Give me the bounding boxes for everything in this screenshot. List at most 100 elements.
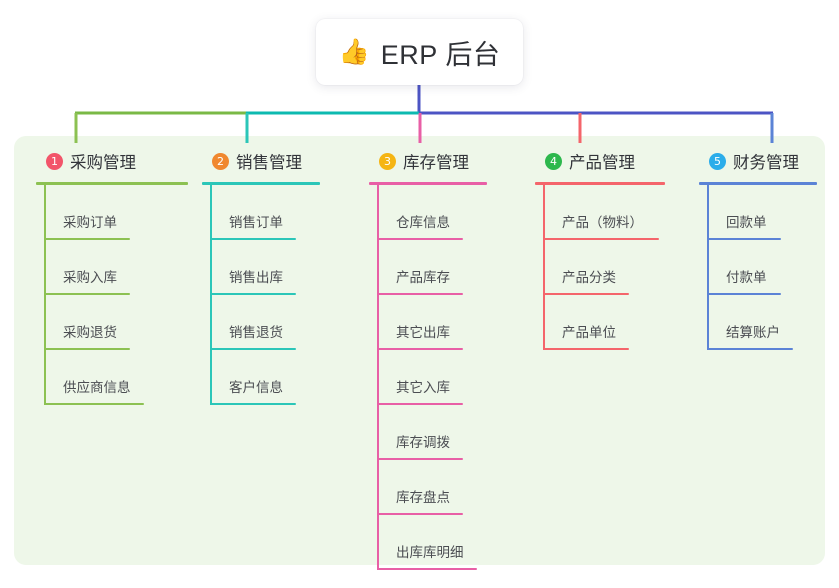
branch-column-2: 2 销售管理销售订单销售出库销售退货客户信息 [202, 147, 320, 405]
leaf-item[interactable]: 付款单 [699, 240, 817, 295]
leaf-item-rule [44, 348, 130, 350]
leaf-item-label: 其它出库 [396, 325, 450, 340]
branch-badge-2: 2 [212, 152, 229, 170]
leaf-item-label: 产品单位 [562, 325, 616, 340]
leaf-item[interactable]: 客户信息 [202, 350, 320, 405]
branch-title-3: 库存管理 [403, 154, 469, 172]
branch-badge-5: 5 [709, 152, 726, 170]
leaf-item[interactable]: 供应商信息 [36, 350, 188, 405]
branch-header-rule-3 [369, 182, 487, 185]
branch-header-1[interactable]: 1 采购管理 [36, 147, 188, 175]
leaf-item-label: 采购退货 [63, 325, 117, 340]
leaf-item-label: 采购订单 [63, 215, 117, 230]
leaf-item-rule [44, 238, 130, 240]
branch-column-5: 5 财务管理回款单付款单结算账户 [699, 147, 817, 350]
leaf-item-label: 仓库信息 [396, 215, 450, 230]
branch-item-list-1: 采购订单采购入库采购退货供应商信息 [36, 185, 188, 405]
leaf-item-label: 供应商信息 [63, 380, 131, 395]
leaf-item[interactable]: 采购退货 [36, 295, 188, 350]
branch-header-rule-5 [699, 182, 817, 185]
leaf-item[interactable]: 采购订单 [36, 185, 188, 240]
branch-header-rule-1 [36, 182, 188, 185]
branch-header-rule-4 [535, 182, 665, 185]
leaf-item[interactable]: 产品库存 [369, 240, 487, 295]
leaf-item[interactable]: 产品（物料） [535, 185, 665, 240]
leaf-item-label: 采购入库 [63, 270, 117, 285]
leaf-item[interactable]: 采购入库 [36, 240, 188, 295]
leaf-item-rule [377, 403, 463, 405]
branch-title-1: 采购管理 [70, 154, 136, 172]
leaf-item[interactable]: 其它入库 [369, 350, 487, 405]
leaf-item[interactable]: 销售订单 [202, 185, 320, 240]
leaf-item-label: 回款单 [726, 215, 767, 230]
leaf-item-rule [377, 568, 477, 570]
leaf-item[interactable]: 库存盘点 [369, 460, 487, 515]
leaf-item[interactable]: 结算账户 [699, 295, 817, 350]
leaf-item-label: 客户信息 [229, 380, 283, 395]
branch-header-rule-2 [202, 182, 320, 185]
leaf-item[interactable]: 销售出库 [202, 240, 320, 295]
branch-spine-1 [44, 185, 46, 405]
leaf-item[interactable]: 产品分类 [535, 240, 665, 295]
branch-spine-4 [543, 185, 545, 350]
leaf-item-rule [210, 238, 296, 240]
root-node-inner: 👍 ERP 后台 [339, 33, 501, 72]
leaf-item[interactable]: 回款单 [699, 185, 817, 240]
leaf-item[interactable]: 仓库信息 [369, 185, 487, 240]
leaf-item-rule [543, 348, 629, 350]
thumbs-up-icon: 👍 [338, 37, 370, 66]
leaf-item-label: 销售退货 [229, 325, 283, 340]
leaf-item-label: 库存调拨 [396, 435, 450, 450]
branch-title-5: 财务管理 [733, 154, 799, 172]
leaf-item-rule [377, 458, 463, 460]
branch-column-3: 3 库存管理仓库信息产品库存其它出库其它入库库存调拨库存盘点出库库明细 [369, 147, 487, 570]
branch-item-list-5: 回款单付款单结算账户 [699, 185, 817, 350]
branch-header-2[interactable]: 2 销售管理 [202, 147, 320, 175]
root-title: ERP 后台 [380, 39, 501, 70]
leaf-item[interactable]: 库存调拨 [369, 405, 487, 460]
branch-item-list-4: 产品（物料） 产品分类产品单位 [535, 185, 665, 350]
leaf-item-rule [543, 293, 629, 295]
branch-title-2: 销售管理 [236, 154, 302, 172]
leaf-item-rule [543, 238, 659, 240]
branch-header-3[interactable]: 3 库存管理 [369, 147, 487, 175]
leaf-item-rule [44, 403, 144, 405]
leaf-item-label: 产品（物料） [562, 215, 643, 230]
leaf-item[interactable]: 其它出库 [369, 295, 487, 350]
leaf-item-label: 销售订单 [229, 215, 283, 230]
leaf-item-rule [707, 348, 793, 350]
leaf-item-rule [377, 348, 463, 350]
leaf-item[interactable]: 产品单位 [535, 295, 665, 350]
leaf-item-rule [707, 293, 781, 295]
leaf-item-rule [210, 293, 296, 295]
leaf-item-rule [210, 348, 296, 350]
leaf-item-rule [377, 238, 463, 240]
branch-badge-4: 4 [545, 152, 562, 170]
leaf-item-rule [210, 403, 296, 405]
leaf-item-label: 产品库存 [396, 270, 450, 285]
leaf-item-label: 库存盘点 [396, 490, 450, 505]
leaf-item-rule [377, 293, 463, 295]
leaf-item[interactable]: 出库库明细 [369, 515, 487, 570]
branch-spine-2 [210, 185, 212, 405]
leaf-item-label: 产品分类 [562, 270, 616, 285]
leaf-item-label: 其它入库 [396, 380, 450, 395]
diagram-canvas [14, 136, 825, 565]
leaf-item-label: 结算账户 [726, 325, 780, 340]
branch-column-1: 1 采购管理采购订单采购入库采购退货供应商信息 [36, 147, 188, 405]
branch-badge-1: 1 [46, 152, 63, 170]
branch-header-5[interactable]: 5 财务管理 [699, 147, 817, 175]
leaf-item-label: 付款单 [726, 270, 767, 285]
leaf-item-rule [44, 293, 130, 295]
leaf-item-rule [707, 238, 781, 240]
leaf-item-rule [377, 513, 463, 515]
branch-badge-3: 3 [379, 152, 396, 170]
branch-item-list-3: 仓库信息产品库存其它出库其它入库库存调拨库存盘点出库库明细 [369, 185, 487, 570]
leaf-item[interactable]: 销售退货 [202, 295, 320, 350]
leaf-item-label: 销售出库 [229, 270, 283, 285]
root-node[interactable]: 👍 ERP 后台 [316, 19, 523, 85]
branch-spine-5 [707, 185, 709, 350]
